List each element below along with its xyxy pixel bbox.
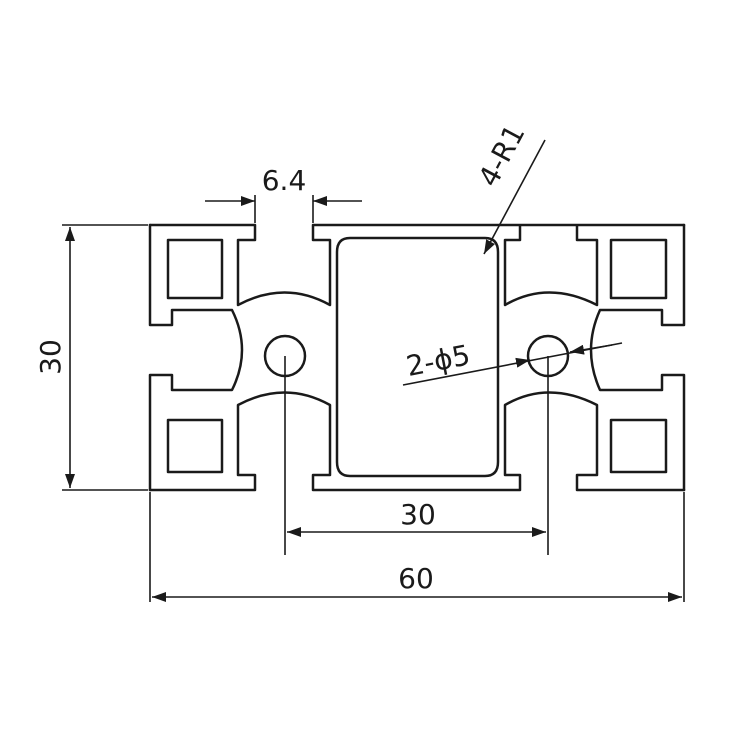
bottom-edge bbox=[148, 391, 686, 492]
dimension-lines bbox=[62, 139, 685, 602]
label-holes: 2-ϕ5 bbox=[404, 338, 473, 383]
label-height: 30 bbox=[34, 339, 67, 375]
right-outer-edge bbox=[589, 223, 686, 492]
label-slot-width: 6.4 bbox=[262, 164, 307, 197]
corner-hollow-top-right bbox=[609, 238, 668, 300]
top-edge bbox=[148, 223, 686, 307]
label-center-spacing: 30 bbox=[400, 498, 436, 531]
corner-hollow-bottom-left bbox=[166, 418, 224, 474]
corner-hollow-bottom-right bbox=[609, 418, 668, 474]
label-overall-width: 60 bbox=[398, 562, 434, 595]
leader-corner-radius bbox=[483, 139, 546, 255]
center-cavity bbox=[335, 236, 500, 478]
profile-outline bbox=[148, 223, 686, 492]
left-outer-edge bbox=[148, 223, 244, 492]
corner-hollow-top-left bbox=[166, 238, 224, 300]
